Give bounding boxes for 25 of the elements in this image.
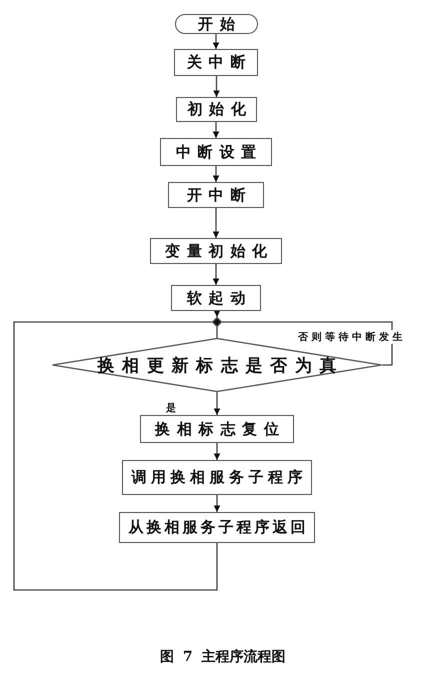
start-terminal: 开始	[175, 14, 258, 34]
process-box: 软起动	[171, 285, 261, 311]
arrow	[214, 495, 220, 512]
arrow	[213, 76, 220, 97]
process-box: 中断设置	[160, 138, 272, 166]
connector-line	[13, 321, 218, 591]
process-box: 换相标志复位	[140, 415, 294, 443]
process-box: 开中断	[168, 182, 264, 208]
arrow	[212, 34, 220, 49]
junction-diamond	[212, 317, 222, 327]
arrow	[212, 264, 220, 285]
arrow	[212, 166, 220, 182]
connector-line	[216, 327, 218, 338]
arrow	[214, 443, 220, 460]
process-box: 调用换相服务子程序	[122, 460, 312, 495]
arrow	[212, 208, 220, 238]
process-box: 变量初始化	[150, 238, 282, 264]
arrow	[214, 392, 220, 415]
caption: 图 7 主程序流程图	[160, 648, 286, 666]
process-box: 从换相服务子程序返回	[119, 512, 315, 543]
connector-line	[222, 321, 393, 366]
arrow	[212, 122, 220, 138]
process-box: 初始化	[176, 97, 257, 122]
process-box: 关中断	[174, 49, 258, 76]
arrow	[214, 310, 220, 317]
